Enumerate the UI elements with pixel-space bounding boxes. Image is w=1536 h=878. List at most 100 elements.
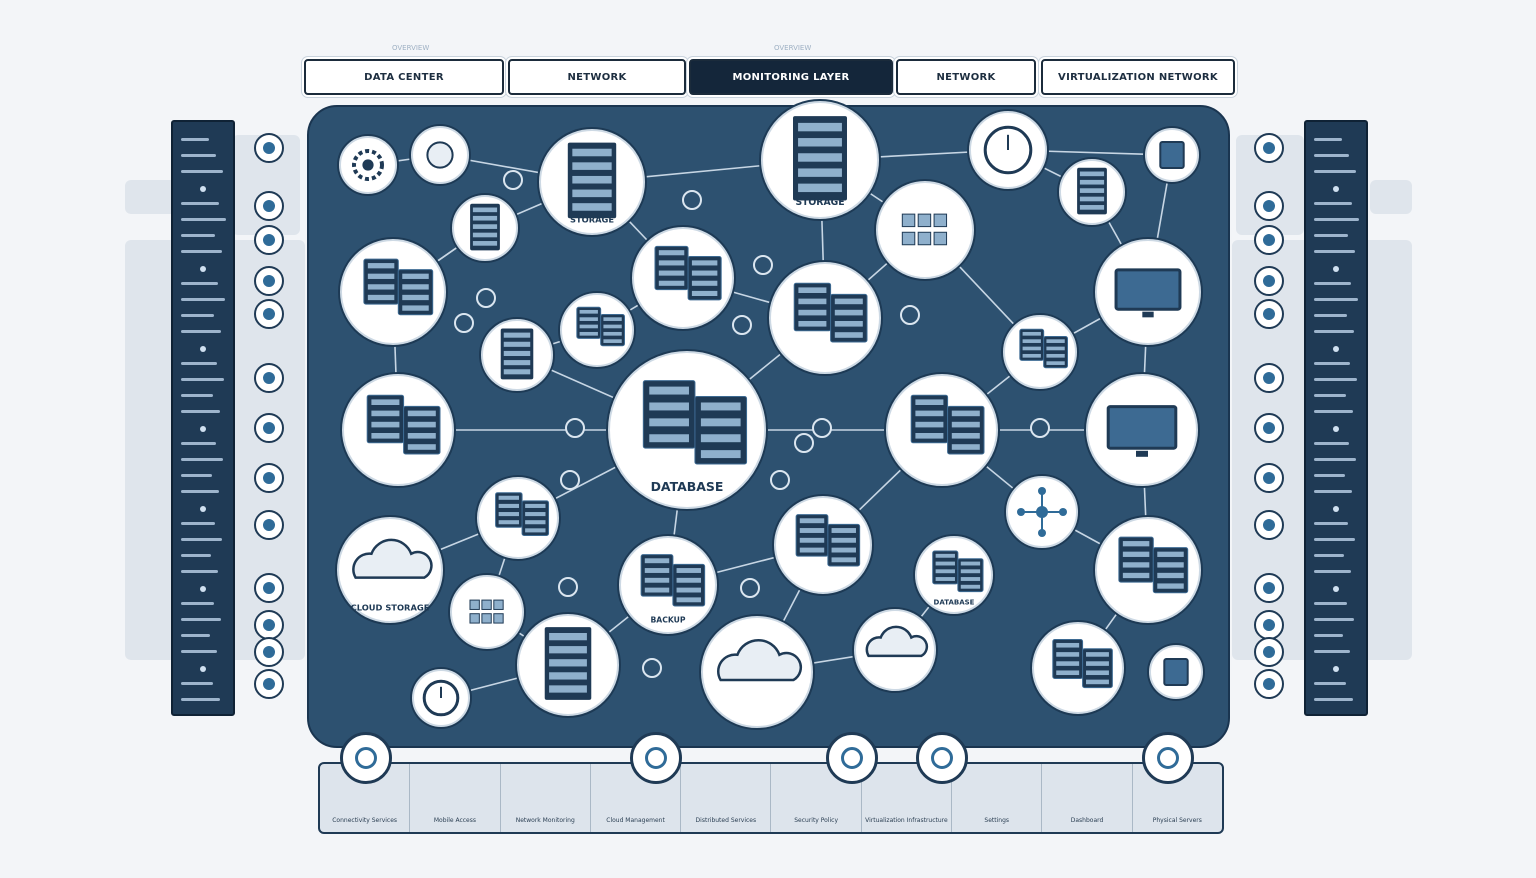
sidebar-item[interactable] bbox=[1314, 234, 1348, 237]
network-node-servers[interactable] bbox=[767, 260, 883, 376]
right-side-icon[interactable] bbox=[1254, 266, 1284, 296]
left-side-icon[interactable] bbox=[254, 413, 284, 443]
network-node-servers[interactable] bbox=[630, 225, 736, 331]
footer-cell[interactable]: Dashboard bbox=[1042, 764, 1133, 832]
junction-icon[interactable] bbox=[560, 470, 580, 490]
sidebar-item[interactable] bbox=[181, 362, 217, 365]
network-node-servers[interactable] bbox=[1001, 313, 1079, 391]
sidebar-item[interactable] bbox=[1314, 474, 1345, 477]
network-node-servers[interactable] bbox=[558, 291, 636, 369]
sidebar-item[interactable] bbox=[1314, 682, 1346, 685]
network-node-rack[interactable]: STORAGE bbox=[759, 99, 881, 221]
sidebar-item[interactable] bbox=[181, 154, 216, 157]
sidebar-item[interactable] bbox=[181, 218, 226, 221]
right-side-icon[interactable] bbox=[1254, 191, 1284, 221]
sidebar-item[interactable] bbox=[1314, 698, 1353, 701]
tab-network[interactable]: NETWORK bbox=[508, 59, 686, 95]
right-side-icon[interactable] bbox=[1254, 463, 1284, 493]
left-side-icon[interactable] bbox=[254, 463, 284, 493]
network-node-box[interactable] bbox=[1147, 643, 1205, 701]
sidebar-dot[interactable] bbox=[200, 666, 206, 672]
network-node-monitor[interactable] bbox=[1084, 372, 1200, 488]
left-side-icon[interactable] bbox=[254, 363, 284, 393]
left-side-icon[interactable] bbox=[254, 133, 284, 163]
junction-icon[interactable] bbox=[503, 170, 523, 190]
sidebar-item[interactable] bbox=[181, 442, 216, 445]
sidebar-item[interactable] bbox=[1314, 170, 1356, 173]
right-side-icon[interactable] bbox=[1254, 225, 1284, 255]
sidebar-item[interactable] bbox=[181, 570, 218, 573]
left-side-icon[interactable] bbox=[254, 610, 284, 640]
sidebar-item[interactable] bbox=[181, 202, 219, 205]
sidebar-item[interactable] bbox=[181, 378, 224, 381]
network-node-servers[interactable] bbox=[1093, 515, 1203, 625]
junction-icon[interactable] bbox=[558, 577, 578, 597]
tab-virtualization-network[interactable]: VIRTUALIZATION NETWORK bbox=[1041, 59, 1235, 95]
network-node-rack[interactable] bbox=[479, 317, 555, 393]
footer-cell[interactable]: Security Policy bbox=[771, 764, 862, 832]
sidebar-item[interactable] bbox=[181, 330, 221, 333]
junction-icon[interactable] bbox=[1030, 418, 1050, 438]
footer-cell[interactable]: Virtualization Infrastructure bbox=[862, 764, 953, 832]
network-node-hub[interactable] bbox=[1004, 474, 1080, 550]
sidebar-item[interactable] bbox=[181, 650, 217, 653]
network-node-servers[interactable]: BACKUP bbox=[617, 534, 719, 636]
sidebar-item[interactable] bbox=[181, 314, 214, 317]
network-node-gear[interactable] bbox=[337, 134, 399, 196]
junction-icon[interactable] bbox=[812, 418, 832, 438]
footer-cell[interactable]: Mobile Access bbox=[410, 764, 501, 832]
right-side-icon[interactable] bbox=[1254, 133, 1284, 163]
sidebar-item[interactable] bbox=[1314, 554, 1344, 557]
sidebar-item[interactable] bbox=[181, 634, 210, 637]
network-node-box[interactable] bbox=[1143, 126, 1201, 184]
network-node-servers[interactable]: DATABASE bbox=[913, 534, 995, 616]
sidebar-item[interactable] bbox=[1314, 570, 1351, 573]
sidebar-item[interactable] bbox=[1314, 202, 1352, 205]
sidebar-item[interactable] bbox=[1314, 298, 1358, 301]
right-side-icon[interactable] bbox=[1254, 363, 1284, 393]
network-node-servers[interactable] bbox=[475, 475, 561, 561]
sidebar-item[interactable] bbox=[1314, 522, 1348, 525]
right-side-icon[interactable] bbox=[1254, 637, 1284, 667]
sidebar-dot[interactable] bbox=[200, 346, 206, 352]
sidebar-dot[interactable] bbox=[1333, 666, 1339, 672]
sidebar-item[interactable] bbox=[1314, 394, 1346, 397]
network-node-rack[interactable] bbox=[450, 193, 520, 263]
footer-cell[interactable]: Distributed Services bbox=[681, 764, 772, 832]
network-node-servers[interactable] bbox=[884, 372, 1000, 488]
network-node-rack[interactable] bbox=[1057, 157, 1127, 227]
sidebar-item[interactable] bbox=[181, 618, 221, 621]
sidebar-item[interactable] bbox=[1314, 634, 1343, 637]
sidebar-item[interactable] bbox=[1314, 602, 1347, 605]
junction-icon[interactable] bbox=[454, 313, 474, 333]
sidebar-item[interactable] bbox=[181, 138, 209, 141]
sidebar-dot[interactable] bbox=[200, 186, 206, 192]
network-node-servers[interactable] bbox=[772, 494, 874, 596]
sidebar-dot[interactable] bbox=[200, 266, 206, 272]
junction-icon[interactable] bbox=[682, 190, 702, 210]
sidebar-dot[interactable] bbox=[200, 586, 206, 592]
sidebar-item[interactable] bbox=[1314, 362, 1350, 365]
junction-icon[interactable] bbox=[732, 315, 752, 335]
sidebar-item[interactable] bbox=[1314, 650, 1350, 653]
sidebar-item[interactable] bbox=[181, 250, 222, 253]
network-node-servers[interactable] bbox=[338, 237, 448, 347]
sidebar-item[interactable] bbox=[1314, 458, 1356, 461]
junction-icon[interactable] bbox=[740, 578, 760, 598]
network-node-clock[interactable] bbox=[967, 109, 1049, 191]
sidebar-item[interactable] bbox=[181, 682, 213, 685]
network-node-rack[interactable] bbox=[515, 612, 621, 718]
sidebar-item[interactable] bbox=[1314, 538, 1355, 541]
junction-icon[interactable] bbox=[753, 255, 773, 275]
junction-icon[interactable] bbox=[565, 418, 585, 438]
right-side-icon[interactable] bbox=[1254, 510, 1284, 540]
left-side-icon[interactable] bbox=[254, 637, 284, 667]
sidebar-item[interactable] bbox=[181, 394, 213, 397]
sidebar-item[interactable] bbox=[1314, 330, 1354, 333]
sidebar-item[interactable] bbox=[181, 410, 220, 413]
sidebar-item[interactable] bbox=[181, 554, 211, 557]
junction-icon[interactable] bbox=[900, 305, 920, 325]
network-node-clock[interactable] bbox=[410, 667, 472, 729]
tab-network-2[interactable]: NETWORK bbox=[896, 59, 1036, 95]
left-side-icon[interactable] bbox=[254, 266, 284, 296]
